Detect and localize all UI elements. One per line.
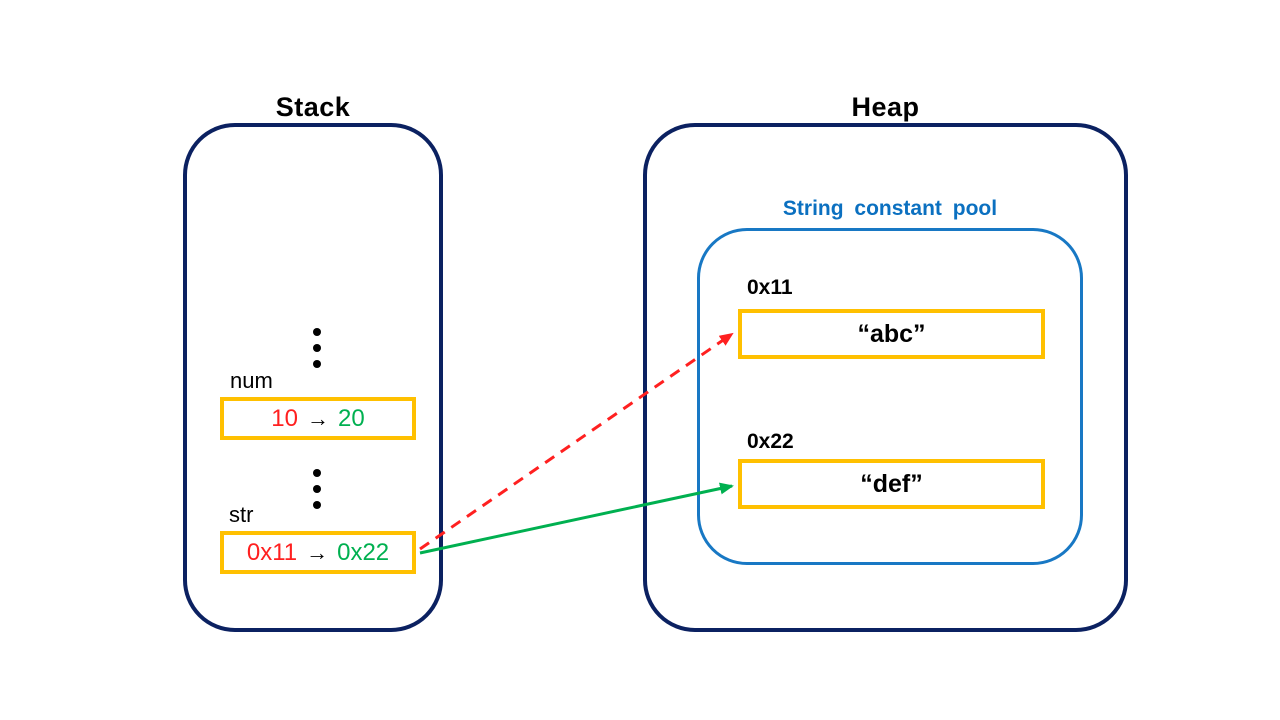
value-change-arrow-icon: → <box>306 539 329 565</box>
pool-entry-box-def: “def” <box>738 459 1045 509</box>
vertical-ellipsis-icon <box>312 328 322 368</box>
stack-frame-label-num: num <box>230 368 273 393</box>
vertical-ellipsis-icon <box>312 469 322 509</box>
stack-title: Stack <box>275 92 351 122</box>
pool-entry-value-def: “def” <box>860 469 923 498</box>
num-new-value: 20 <box>338 404 365 432</box>
stack-frame-label-str: str <box>229 502 254 527</box>
string-constant-pool-label: String constant pool <box>782 197 998 220</box>
str-old-value: 0x11 <box>246 538 298 566</box>
num-old-value: 10 <box>271 404 298 432</box>
stack-frame-box-num: 10 → 20 <box>220 397 416 440</box>
pool-entry-box-abc: “abc” <box>738 309 1045 359</box>
pool-entry-value-abc: “abc” <box>857 319 926 348</box>
pool-entry-address-0x11: 0x11 <box>747 276 793 299</box>
str-new-value: 0x22 <box>337 538 390 566</box>
stack-frame-box-str: 0x11 → 0x22 <box>220 531 416 574</box>
pool-entry-address-0x22: 0x22 <box>747 430 794 453</box>
value-change-arrow-icon: → <box>307 405 329 431</box>
heap-title: Heap <box>851 92 920 122</box>
